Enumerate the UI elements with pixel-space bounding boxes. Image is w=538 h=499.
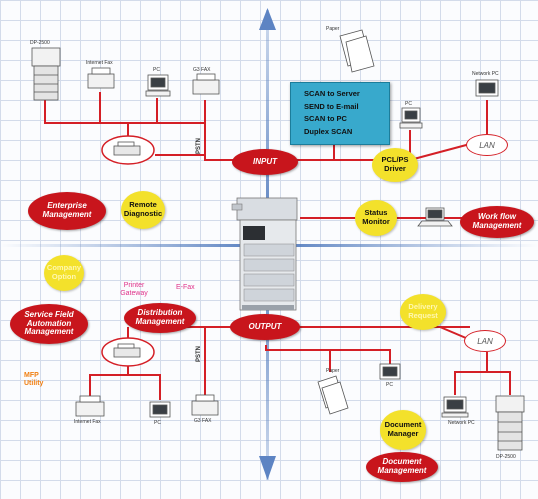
send-to-email: SEND to E-mail <box>304 101 359 111</box>
status-monitor-oval: Status Monitor <box>355 200 397 236</box>
copier-machine <box>231 197 298 311</box>
printer-gateway-label: Printer Gateway <box>120 282 148 297</box>
internet-fax-top-device <box>87 67 115 89</box>
scan-functions-box: SCAN to Server SEND to E-mail SCAN to PC… <box>290 82 390 145</box>
wire-lan-bottom-bus <box>454 371 511 395</box>
company-option-oval: Company Option <box>44 255 84 291</box>
dp2500-bottom-device <box>495 395 525 451</box>
wire-fax-oval-to-input <box>155 154 236 161</box>
network-pc-bottom-label: Network PC <box>448 420 475 426</box>
dp2500-top-device <box>31 47 61 101</box>
network-pc-top-label: Network PC <box>472 71 499 77</box>
pstn-top-label: PSTN <box>196 137 202 154</box>
wire-output-down-bus <box>265 345 391 372</box>
dp2500-top-label: DP-2500 <box>30 40 50 46</box>
service-field-oval: Service Field Automation Management <box>10 304 88 344</box>
workflow-management-oval: Work flow Management <box>460 206 534 238</box>
delivery-request-oval: Delivery Request <box>400 294 446 330</box>
fax-oval-bottom <box>101 337 155 367</box>
enterprise-management-oval: Enterprise Management <box>28 192 106 230</box>
lan-top-node: LAN <box>466 134 508 156</box>
wire-output-to-lan <box>439 326 467 339</box>
network-pc-top-device <box>475 79 499 97</box>
fax-oval-top <box>101 135 155 165</box>
document-management-oval: Document Management <box>366 452 438 482</box>
duplex-scan: Duplex SCAN <box>304 126 353 136</box>
axis-arrow-top <box>259 8 276 30</box>
pcl-ps-driver-oval: PCL/PS Driver <box>372 148 418 182</box>
remote-diagnostic-oval: Remote Diagnostic <box>121 191 165 229</box>
scan-to-pc: SCAN to PC <box>304 114 347 123</box>
pc-right-device <box>399 107 423 129</box>
paper-bottom-label: Paper <box>326 368 340 374</box>
distribution-management-oval: Distribution Management <box>124 303 196 333</box>
internet-fax-top-label: Internet Fax <box>86 60 113 66</box>
pstn-bottom-label: PSTN <box>196 345 202 362</box>
g3fax-bottom-device <box>191 394 219 416</box>
lan-bottom-node: LAN <box>464 330 506 352</box>
pc-top-device <box>145 74 171 97</box>
pc-bottom-left-label: PC <box>154 420 161 426</box>
pc-bottom-label: PC <box>386 382 393 388</box>
paper-top-device <box>339 29 375 73</box>
output-oval: OUTPUT <box>230 314 300 340</box>
internet-fax-bottom-label: Internet Fax <box>74 419 101 425</box>
g3fax-bottom-label: G3 FAX <box>194 418 212 424</box>
network-pc-bottom-device <box>441 396 469 418</box>
laptop-device <box>417 207 453 227</box>
axis-arrow-bottom <box>259 456 276 480</box>
mfp-utility-label: MFP Utility <box>24 372 44 387</box>
pc-bottom-left-device <box>149 401 171 418</box>
pc-bottom-device <box>379 363 401 380</box>
g3fax-top-label: G3 FAX <box>193 67 211 73</box>
paper-top-label: Paper <box>326 26 340 32</box>
dp2500-bottom-label: DP-2500 <box>496 454 516 460</box>
wire-top-left-bus <box>44 100 206 124</box>
g3fax-top-device <box>192 73 220 95</box>
pc-top-label: PC <box>153 67 160 73</box>
wire-pcl-to-lan <box>409 143 471 161</box>
internet-fax-bottom-device <box>75 395 105 417</box>
document-manager-oval: Document Manager <box>380 410 426 450</box>
paper-bottom-device <box>317 375 349 415</box>
efax-label: E-Fax <box>176 284 195 291</box>
input-oval: INPUT <box>232 149 298 175</box>
scan-to-server: SCAN to Server <box>304 89 360 98</box>
wire-bottom-left-bus <box>89 374 161 400</box>
pc-right-label: PC <box>405 101 412 107</box>
